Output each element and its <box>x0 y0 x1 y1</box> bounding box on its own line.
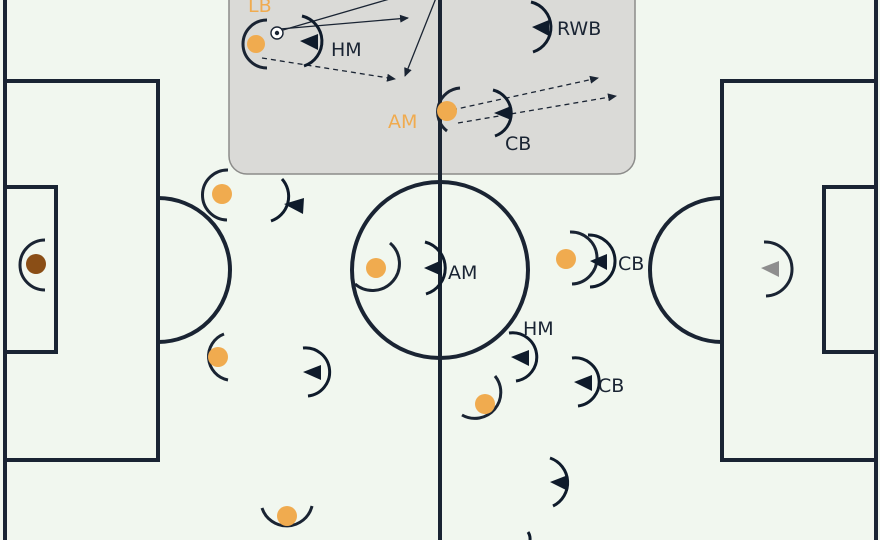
label-cb-right: CB <box>618 253 644 275</box>
opponent-cb-top <box>492 88 513 138</box>
opponent-players <box>270 0 794 540</box>
pitch-markings <box>3 0 878 540</box>
centre-circle <box>350 180 530 360</box>
label-cb-top: CB <box>505 133 531 155</box>
right-penalty-arc <box>648 196 723 344</box>
opponent-left-2 <box>302 346 332 398</box>
player-forward <box>461 375 503 420</box>
label-hm-right: HM <box>523 318 554 340</box>
opponent-am-center <box>424 240 447 296</box>
player-bottom <box>260 505 314 528</box>
left-penalty-box <box>5 79 160 462</box>
highlight-panel <box>228 0 636 175</box>
opponent-cb-lower <box>571 356 601 408</box>
left-penalty-arc <box>157 196 232 344</box>
pass-line <box>282 0 389 31</box>
right-penalty-box <box>720 79 876 462</box>
pass-arrow <box>279 14 409 30</box>
opponent-hm-top <box>300 14 324 68</box>
label-am-center: AM <box>448 262 477 284</box>
opponent-rwb <box>530 0 553 54</box>
right-six-yard-box <box>822 185 876 354</box>
label-cb-lower: CB <box>598 375 624 397</box>
player-left-mid-1 <box>201 168 232 222</box>
player-center-mid <box>354 241 401 292</box>
player-goalkeeper <box>18 238 46 292</box>
position-labels: LB HM RWB AM CB AM CB HM CB <box>248 0 644 397</box>
player-right-mid <box>556 230 599 286</box>
player-am-top <box>436 86 461 133</box>
label-hm-top: HM <box>331 39 362 61</box>
team-players <box>18 18 599 528</box>
label-lb: LB <box>248 0 272 17</box>
run-arrow <box>451 75 599 111</box>
player-lb <box>241 18 268 70</box>
left-six-yard-box <box>5 185 58 354</box>
pass-arrow <box>404 0 436 77</box>
player-left-mid-2 <box>207 332 229 382</box>
label-rwb: RWB <box>557 18 601 40</box>
label-am-orange: AM <box>388 111 417 133</box>
football-icon <box>270 26 284 40</box>
opponent-hm-right <box>508 331 539 383</box>
movement-arrows <box>261 0 617 124</box>
opponent-left <box>270 177 304 223</box>
opponent-goalkeeper <box>761 240 794 298</box>
opponent-bottom <box>549 456 570 508</box>
opponent-cb-right <box>587 233 617 289</box>
run-arrow <box>261 57 396 82</box>
